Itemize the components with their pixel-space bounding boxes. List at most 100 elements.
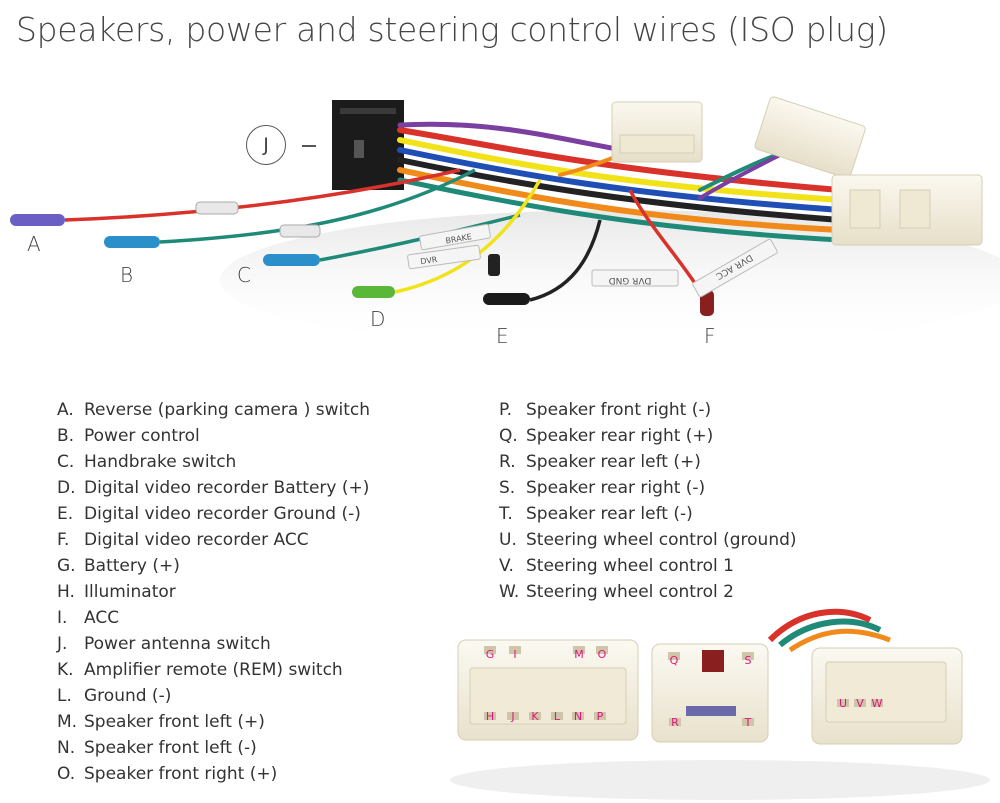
legend-text: Ground (-) xyxy=(84,686,172,706)
legend-key: T. xyxy=(499,504,513,524)
legend-key: G. xyxy=(57,556,76,576)
legend-right: P.Speaker front right (-) Q. Speaker rear … xyxy=(499,397,797,605)
legend-item: Q. Speaker rear right (+) xyxy=(499,423,797,449)
legend-item: C. Handbrake switch xyxy=(57,449,370,475)
label-j-circle: J xyxy=(246,125,286,165)
pin-contact xyxy=(529,712,541,720)
legend-text: Speaker front right (-) xyxy=(526,400,712,420)
pin-label-right: U xyxy=(839,697,847,710)
pin-contact xyxy=(484,646,496,654)
white-plug-right xyxy=(831,174,983,246)
pin-label-left-top: O xyxy=(598,648,607,661)
legend-item: R. Speaker rear left (+) xyxy=(499,449,797,475)
legend-item: J. Power antenna switch xyxy=(57,631,370,657)
legend-text: Digital video recorder ACC xyxy=(84,530,309,550)
pin-label-left-bottom: L xyxy=(554,710,561,723)
legend-key: C. xyxy=(57,452,75,472)
plug-right xyxy=(811,647,963,745)
legend-text: Speaker rear left (-) xyxy=(526,504,693,524)
legend-key: V. xyxy=(499,556,514,576)
legend-key: R. xyxy=(499,452,516,472)
sleeve-brake: BRAKE xyxy=(419,223,491,251)
label-b: B xyxy=(120,263,134,287)
pin-label-right: V xyxy=(856,697,864,710)
pin-contact xyxy=(573,646,585,654)
pin-label-mid-bottom: R xyxy=(671,716,679,729)
legend-item: V. Steering wheel control 1 xyxy=(499,553,797,579)
legend-item: A. Reverse (parking camera ) switch xyxy=(57,397,370,423)
legend-text: Digital video recorder Battery (+) xyxy=(84,478,370,498)
legend-text: Power control xyxy=(84,426,200,446)
pin-label-left-bottom: P xyxy=(597,710,604,723)
legend-key: H. xyxy=(57,582,75,602)
legend-item: L.Ground (-) xyxy=(57,683,370,709)
legend-key: S. xyxy=(499,478,516,498)
pin-contact xyxy=(871,699,883,707)
legend-item: G.Battery (+) xyxy=(57,553,370,579)
legend-key: A. xyxy=(57,400,74,420)
legend-key: O. xyxy=(57,764,76,784)
wire-e xyxy=(483,219,602,305)
pin-contact xyxy=(854,699,866,707)
pin-label-mid-top: Q xyxy=(670,654,679,667)
legend-text: Speaker rear right (+) xyxy=(526,426,714,446)
legend-item: E. Digital video recorder Ground (-) xyxy=(57,501,370,527)
label-f: F xyxy=(704,324,716,348)
legend-text: Illuminator xyxy=(84,582,176,602)
black-connector xyxy=(332,100,404,190)
pin-label-left-bottom: J xyxy=(510,710,514,723)
pin-label-left-bottom: K xyxy=(531,710,539,723)
wire-b xyxy=(104,168,476,248)
legend-item: U. Steering wheel control (ground) xyxy=(499,527,797,553)
legend-key: E. xyxy=(57,504,74,524)
legend-text: Steering wheel control (ground) xyxy=(526,530,797,550)
legend-item: H. Illuminator xyxy=(57,579,370,605)
legend-key: B. xyxy=(57,426,75,446)
pin-contact xyxy=(742,718,754,726)
legend-key: N. xyxy=(57,738,76,758)
label-j-pointer xyxy=(302,145,316,147)
legend-item: N.Speaker front left (-) xyxy=(57,735,370,761)
pin-contact xyxy=(594,712,606,720)
legend-key: F. xyxy=(57,530,70,550)
pin-contact xyxy=(668,652,680,660)
pin-label-mid-bottom: T xyxy=(744,716,752,729)
legend-key: K. xyxy=(57,660,74,680)
legend-text: Reverse (parking camera ) switch xyxy=(84,400,371,420)
legend-text: Handbrake switch xyxy=(84,452,237,472)
legend-text: Speaker front left (+) xyxy=(84,712,265,732)
pin-contact xyxy=(572,712,584,720)
legend-item: S.Speaker rear right (-) xyxy=(499,475,797,501)
legend-text: Steering wheel control 1 xyxy=(526,556,734,576)
label-a: A xyxy=(27,232,41,256)
label-d: D xyxy=(370,307,386,331)
pin-label-right: W xyxy=(872,697,883,710)
pin-label-mid-top: S xyxy=(745,654,752,667)
legend-text: Speaker rear left (+) xyxy=(526,452,701,472)
legend-text: Speaker front right (+) xyxy=(84,764,278,784)
pin-label-left-top: M xyxy=(574,648,584,661)
legend-item: P.Speaker front right (-) xyxy=(499,397,797,423)
legend-item: T. Speaker rear left (-) xyxy=(499,501,797,527)
label-e: E xyxy=(496,324,509,348)
legend-item: B. Power control xyxy=(57,423,370,449)
legend-item: W.Steering wheel control 2 xyxy=(499,579,797,605)
pin-label-left-bottom: N xyxy=(574,710,582,723)
legend-key: W. xyxy=(499,582,520,602)
legend-key: J. xyxy=(57,634,68,654)
legend-key: M. xyxy=(57,712,78,732)
pin-contact xyxy=(742,652,754,660)
pin-contact xyxy=(596,646,608,654)
legend-key: I. xyxy=(57,608,68,628)
pin-contact xyxy=(484,712,496,720)
legend-text: Digital video recorder Ground (-) xyxy=(84,504,361,524)
pin-label-left-bottom: H xyxy=(486,710,494,723)
legend-key: U. xyxy=(499,530,517,550)
pin-contact xyxy=(509,646,521,654)
legend-key: Q. xyxy=(499,426,518,446)
plug-left xyxy=(457,639,639,741)
pin-contact xyxy=(837,699,849,707)
legend-text: Power antenna switch xyxy=(84,634,271,654)
